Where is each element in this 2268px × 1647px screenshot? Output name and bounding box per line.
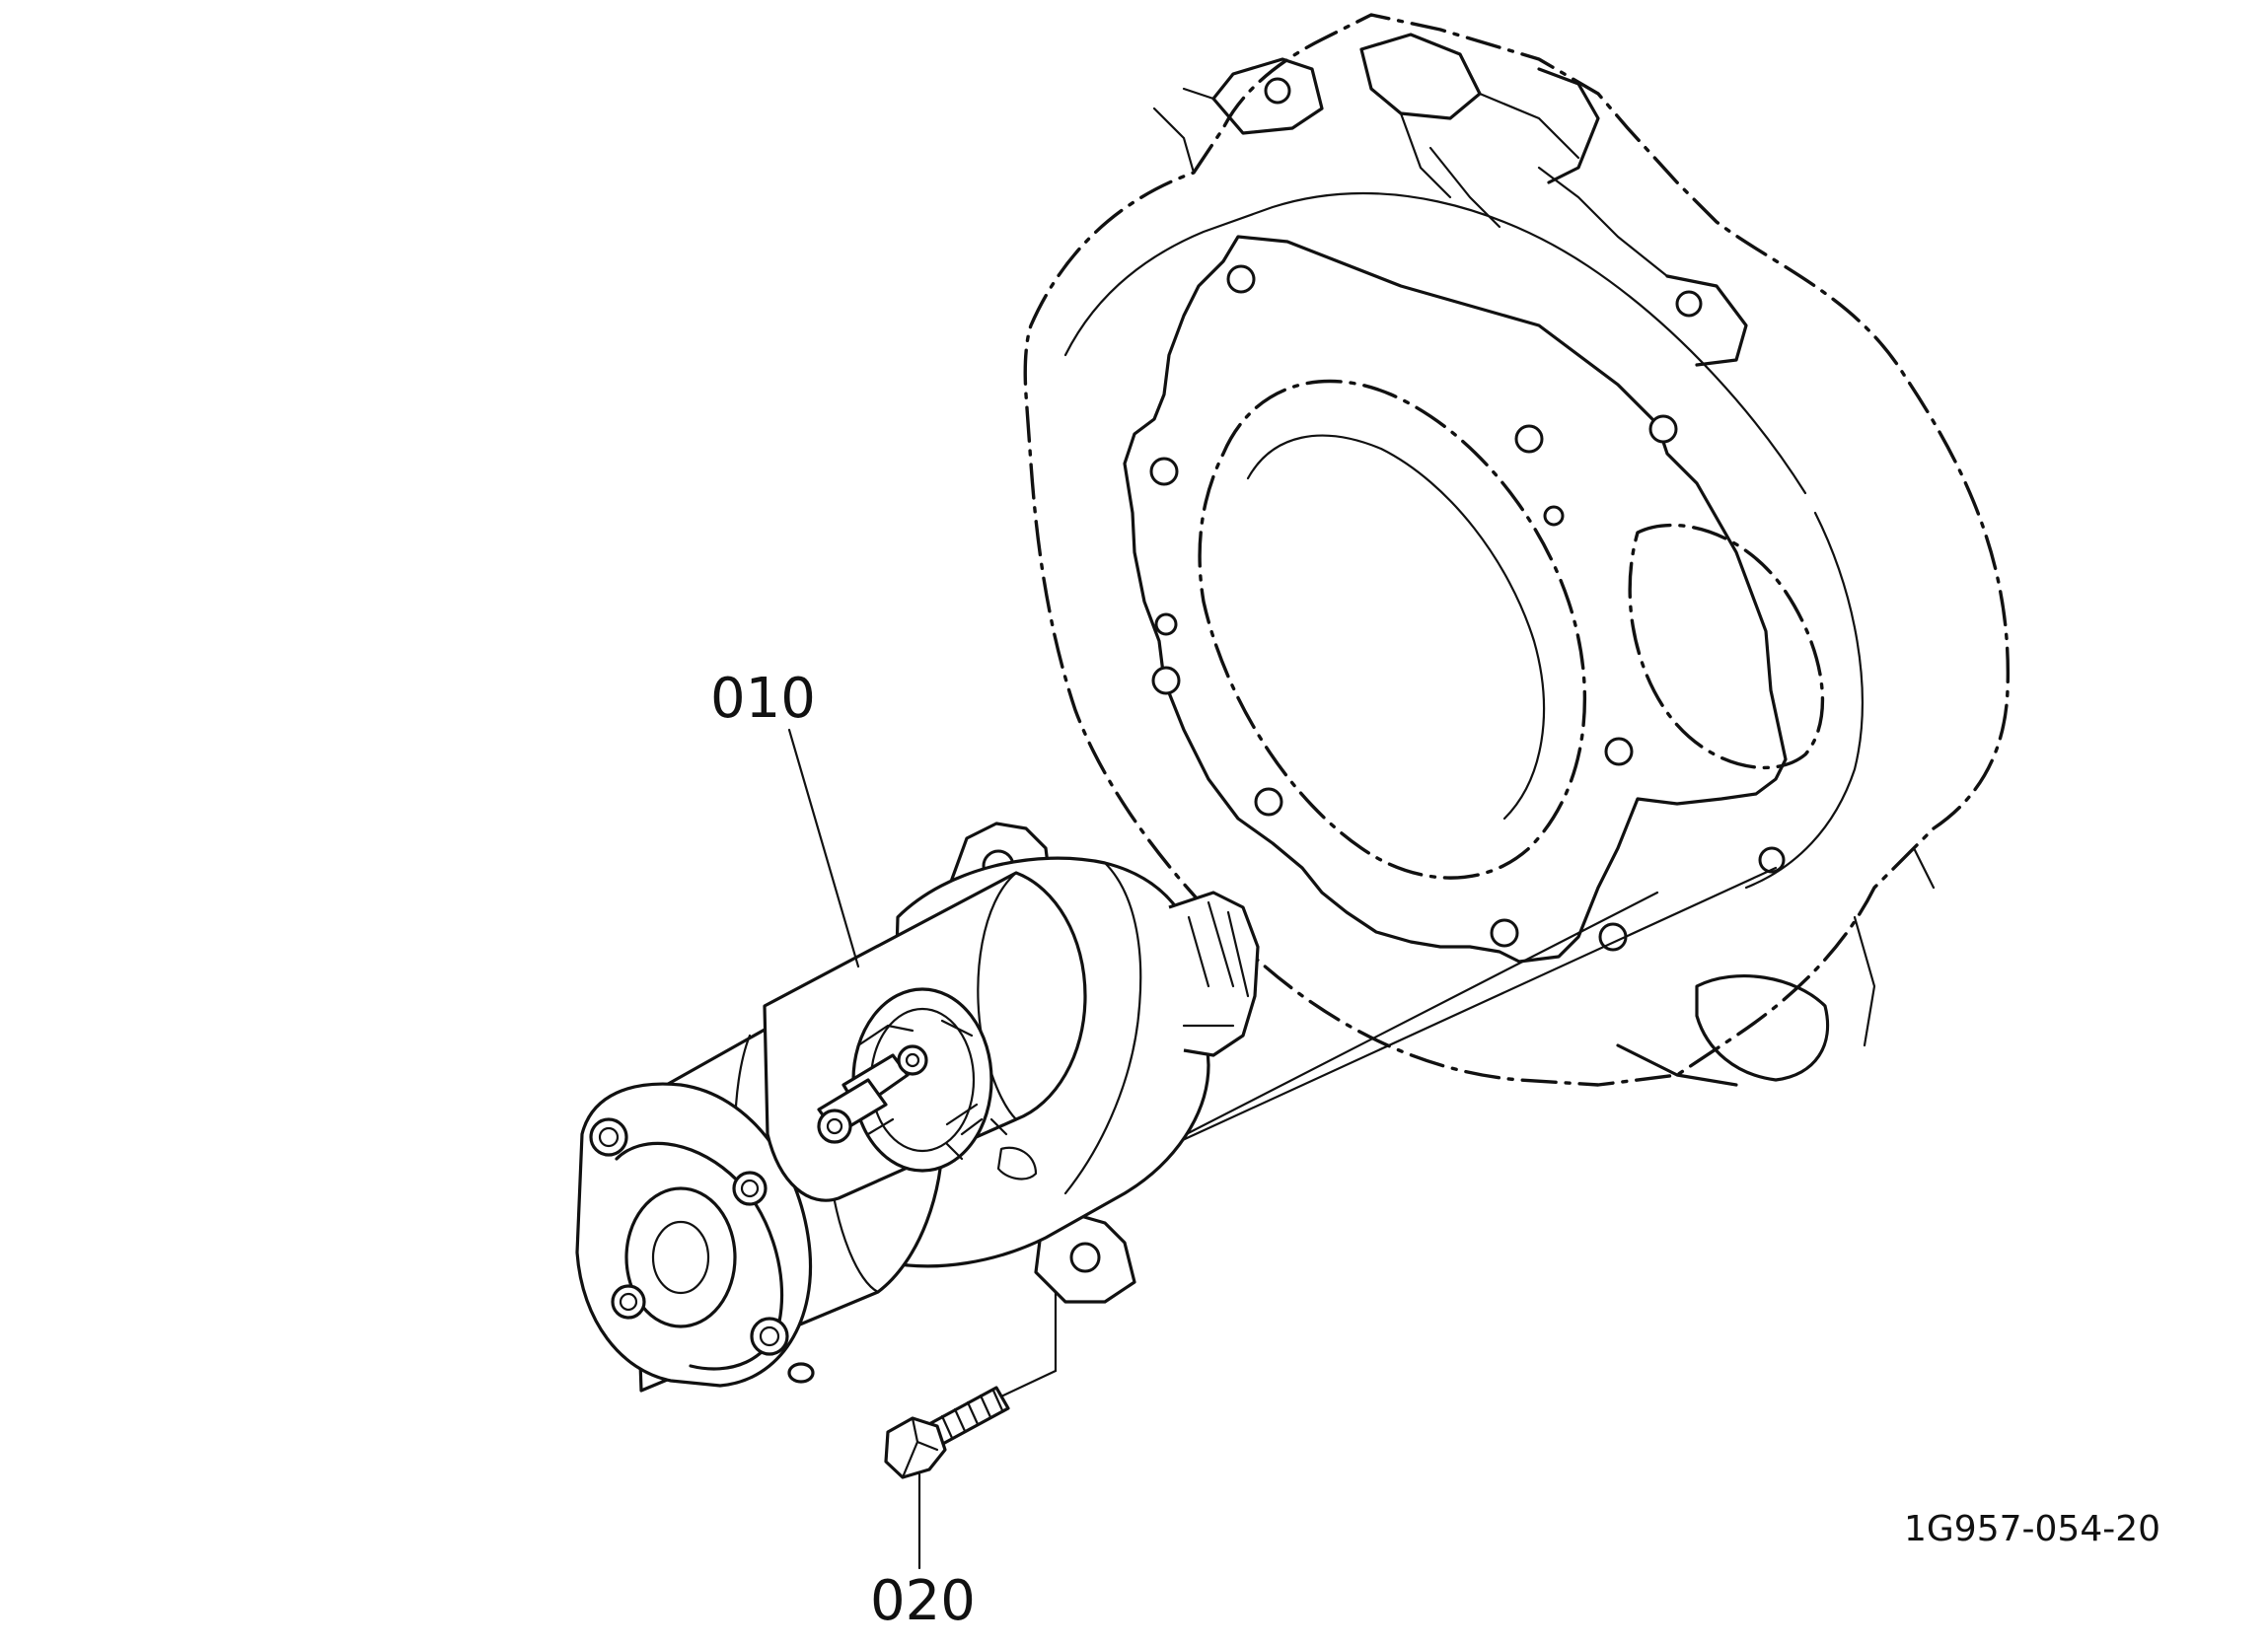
callout-leaders (787, 728, 921, 1570)
drawing-id: 1G957-054-20 (1904, 1509, 2160, 1549)
bolt (884, 1386, 1010, 1479)
callout-label-010: 010 (710, 667, 816, 731)
flywheel-housing (1023, 13, 2011, 1087)
leader-010 (787, 728, 860, 968)
starter-motor (575, 822, 1260, 1393)
callout-label-020: 020 (870, 1569, 976, 1633)
